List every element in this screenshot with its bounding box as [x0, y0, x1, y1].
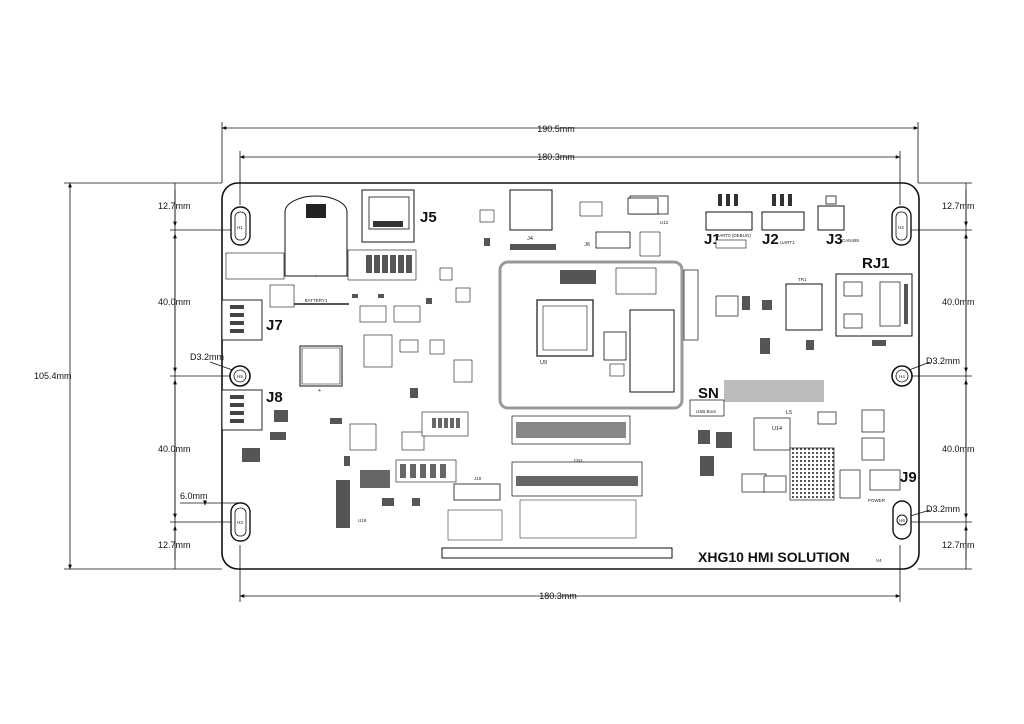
sn-label: SN — [698, 385, 719, 402]
j10-label: J10 — [474, 476, 482, 481]
hole-h5 — [229, 365, 251, 387]
svg-text:+: + — [318, 388, 321, 394]
cn1-label: CN1 — [574, 458, 583, 463]
uart0-debug-label: UART0 (DEBUG) — [716, 233, 751, 238]
right-mid-parts — [683, 269, 901, 501]
dim-width-inner-bottom: 180.3mm — [539, 591, 577, 601]
hole-h3 — [230, 502, 251, 542]
dim-left-top-margin: 12.7mm — [158, 201, 191, 211]
j2-label: J2 — [762, 231, 779, 248]
mounting-holes: H1 H2 H3 H5 H4 H6 — [229, 206, 913, 542]
resistor-grid-mid — [360, 418, 460, 488]
j4-label: J4 — [527, 236, 533, 242]
tr1-label: TR1 — [798, 277, 807, 282]
dim-width-outer: 190.5mm — [537, 124, 575, 134]
mid-components — [349, 209, 495, 483]
transformer: TR1 — [785, 277, 823, 331]
usb-boot-label: USB Boot — [696, 409, 717, 414]
u18-label: U18 — [358, 518, 367, 523]
hole-h2-label: H2 — [898, 225, 904, 230]
dim-right-upper-span: 40.0mm — [942, 297, 975, 307]
battery-label: BATTERY1 — [305, 298, 328, 303]
l5-label: L5 — [786, 410, 792, 416]
u12-label: U12 — [660, 220, 669, 225]
board-version: V4 — [876, 558, 882, 563]
j9-label: J9 — [900, 469, 917, 486]
big-capacitor: + — [299, 345, 343, 394]
j5-connector: J5 — [361, 189, 437, 243]
core-module: U9 — [498, 260, 684, 410]
j3-label: J3 — [826, 231, 843, 248]
board-title: XHG10 HMI SOLUTION — [698, 549, 850, 565]
hole-h1 — [230, 206, 251, 246]
dim-left-upper-span: 40.0mm — [158, 297, 191, 307]
j3-connector: J3 CAN485 — [817, 195, 860, 248]
j6-label: J6 — [584, 242, 590, 248]
dim-left-lower-span: 40.0mm — [158, 444, 191, 454]
svg-text:+: + — [314, 274, 317, 280]
battery-area: + BATTERY1 — [283, 195, 349, 305]
dim-right-lower-span: 40.0mm — [942, 444, 975, 454]
hole-h6 — [892, 500, 912, 540]
dim-left-bottom-margin: 12.7mm — [158, 540, 191, 550]
j8-connector: J8 — [221, 389, 283, 431]
j7-label: J7 — [266, 317, 283, 334]
dim-hole-diameter-left: D3.2mm — [190, 352, 224, 362]
j1-connector: J1 UART0 (DEBUG) — [704, 194, 753, 249]
dim-hole-diameter-right-bottom: D3.2mm — [926, 504, 960, 514]
chip-pads — [366, 255, 412, 273]
u14-label: U14 — [772, 426, 782, 432]
u12-chip: U12 — [627, 197, 669, 225]
hole-h2 — [891, 206, 912, 246]
dim-left-hole-offset: 6.0mm — [180, 491, 208, 501]
j5-label: J5 — [420, 209, 437, 226]
dim-right-top-margin: 12.7mm — [942, 201, 975, 211]
power-label: POWER — [868, 498, 886, 503]
hole-h6-label: H6 — [899, 518, 905, 523]
hole-h5-label: H5 — [237, 374, 243, 379]
small-parts — [242, 238, 886, 528]
dim-hole-diameter-right-mid: D3.2mm — [926, 356, 960, 366]
dim-right-bottom-margin: 12.7mm — [942, 540, 975, 550]
hole-h4-label: H4 — [899, 374, 905, 379]
rj1-label: RJ1 — [862, 255, 890, 272]
j2-connector: J2 UART1 — [761, 194, 805, 248]
hole-h3-label: H3 — [237, 520, 243, 525]
dim-width-inner: 180.3mm — [537, 152, 575, 162]
u9-label: U9 — [540, 360, 547, 366]
hole-h1-label: H1 — [237, 225, 243, 230]
rj1-connector: RJ1 — [835, 255, 913, 337]
j8-label: J8 — [266, 389, 283, 406]
j7-connector: J7 — [221, 299, 283, 341]
hole-h4 — [891, 365, 913, 387]
can485-label: CAN485 — [842, 238, 860, 243]
dim-height-total: 105.4mm — [34, 371, 72, 381]
fpc-area: CN1 J10 — [441, 415, 673, 559]
uart1-label: UART1 — [780, 240, 795, 245]
